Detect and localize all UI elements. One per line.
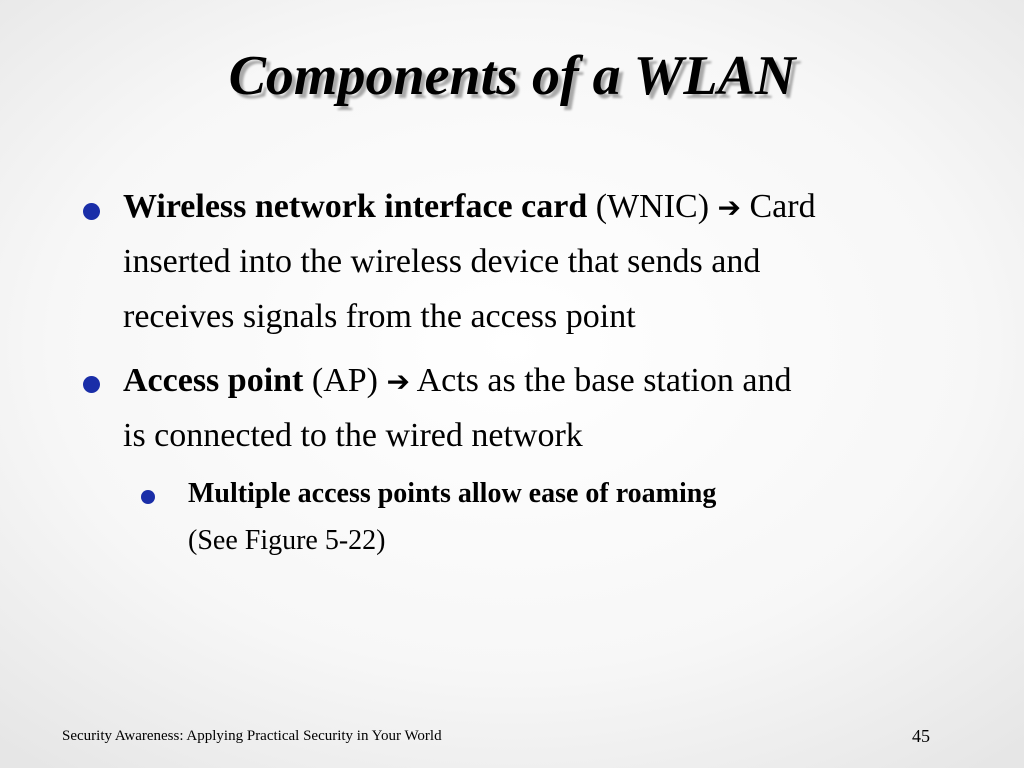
bullet-ap-line-1: Access point (AP) ➔ Acts as the base sta…: [123, 364, 791, 398]
ap-abbr: (AP): [311, 362, 378, 399]
bullet-ap-line-2: is connected to the wired network: [123, 417, 583, 454]
bullet-dot: [83, 376, 100, 393]
sub-bullet-roaming-line-1: Multiple access points allow ease of roa…: [188, 478, 717, 509]
sub-bullet-dot: [141, 490, 155, 504]
slide-title: Components of a WLAN: [228, 45, 796, 107]
ap-term: Access point: [123, 362, 304, 399]
right-arrow-icon: ➔: [717, 191, 741, 224]
bullet-wnic-line-3: receives signals from the access point: [123, 298, 636, 335]
right-arrow-icon: ➔: [386, 365, 410, 398]
bullet-dot: [83, 203, 100, 220]
page-number: 45: [912, 726, 930, 746]
wnic-definition-start: Card: [749, 188, 816, 225]
bullet-wnic-line-1: Wireless network interface card (WNIC) ➔…: [123, 190, 816, 224]
bullet-wnic-line-2: inserted into the wireless device that s…: [123, 243, 761, 280]
sub-bullet-roaming-line-2: (See Figure 5-22): [188, 525, 386, 556]
wnic-abbr: (WNIC): [595, 188, 710, 225]
ap-definition-start: Acts as the base station and: [416, 362, 792, 399]
wnic-term: Wireless network interface card: [123, 188, 588, 225]
footer-course-title: Security Awareness: Applying Practical S…: [62, 728, 442, 744]
